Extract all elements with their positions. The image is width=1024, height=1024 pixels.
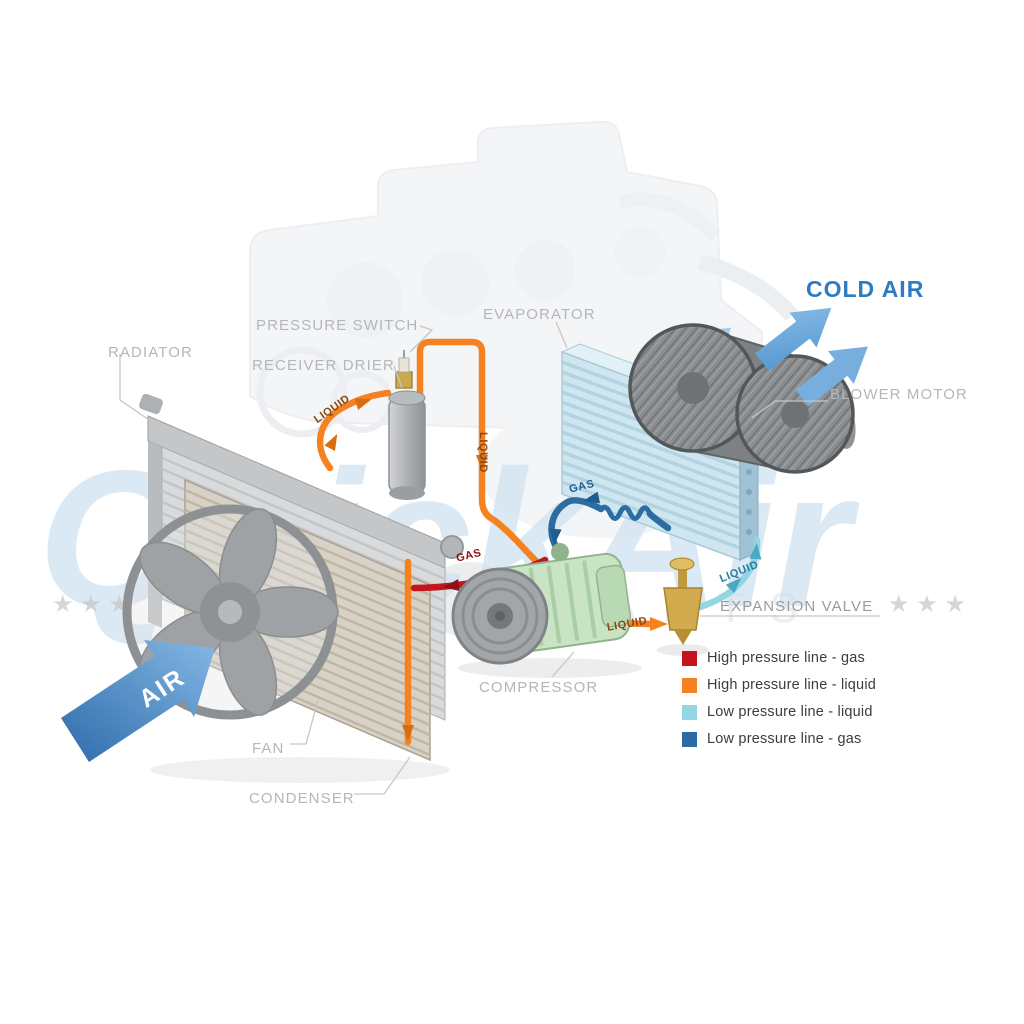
compressor-label: COMPRESSOR	[479, 679, 599, 696]
pipe-low-pressure-liquid	[696, 536, 762, 611]
legend-swatch-low-liquid	[682, 704, 697, 720]
legend-label: High pressure line - gas	[707, 650, 865, 666]
legend-label: Low pressure line - liquid	[707, 704, 873, 720]
evaporator-label: EVAPORATOR	[483, 306, 596, 323]
legend-swatch-high-gas	[682, 650, 697, 666]
air-arrow	[61, 640, 215, 762]
pipe-label-liquid-down: LIQUID	[477, 432, 489, 473]
engine-ghost-graphic	[249, 120, 799, 638]
expansion-valve-graphic	[657, 557, 709, 656]
legend-item: Low pressure line - gas	[682, 731, 876, 747]
expansion-valve-label: EXPANSION VALVE	[720, 598, 874, 615]
legend-swatch-high-liquid	[682, 677, 697, 693]
cold-air-label: COLD AIR	[806, 276, 925, 302]
legend-swatch-low-gas	[682, 731, 697, 747]
condenser-label: CONDENSER	[249, 790, 355, 807]
receiver-drier-label: RECEIVER DRIER	[252, 357, 395, 374]
receiver-drier-graphic	[388, 390, 426, 500]
pipe-high-pressure-liquid-arrows	[324, 398, 668, 741]
cold-air-arrows	[755, 307, 868, 407]
legend-item: Low pressure line - liquid	[682, 704, 876, 720]
watermark-stars-right: ★ ★ ★	[888, 591, 966, 618]
pressure-switch-label: PRESSURE SWITCH	[256, 317, 419, 334]
fan-label: FAN	[252, 740, 285, 757]
pipe-low-pressure-gas-arrows	[549, 491, 601, 545]
label-connector-lines	[119, 321, 880, 795]
legend-item: High pressure line - gas	[682, 650, 876, 666]
legend-item: High pressure line - liquid	[682, 677, 876, 693]
legend-label: Low pressure line - gas	[707, 731, 862, 747]
legend: High pressure line - gas High pressure l…	[682, 650, 876, 758]
radiator-label: RADIATOR	[108, 344, 193, 361]
blower-motor-label: BLOWER MOTOR	[830, 386, 968, 403]
watermark-stars-left: ★ ★ ★	[52, 591, 130, 618]
compressor-graphic	[451, 543, 642, 678]
legend-label: High pressure line - liquid	[707, 677, 877, 693]
